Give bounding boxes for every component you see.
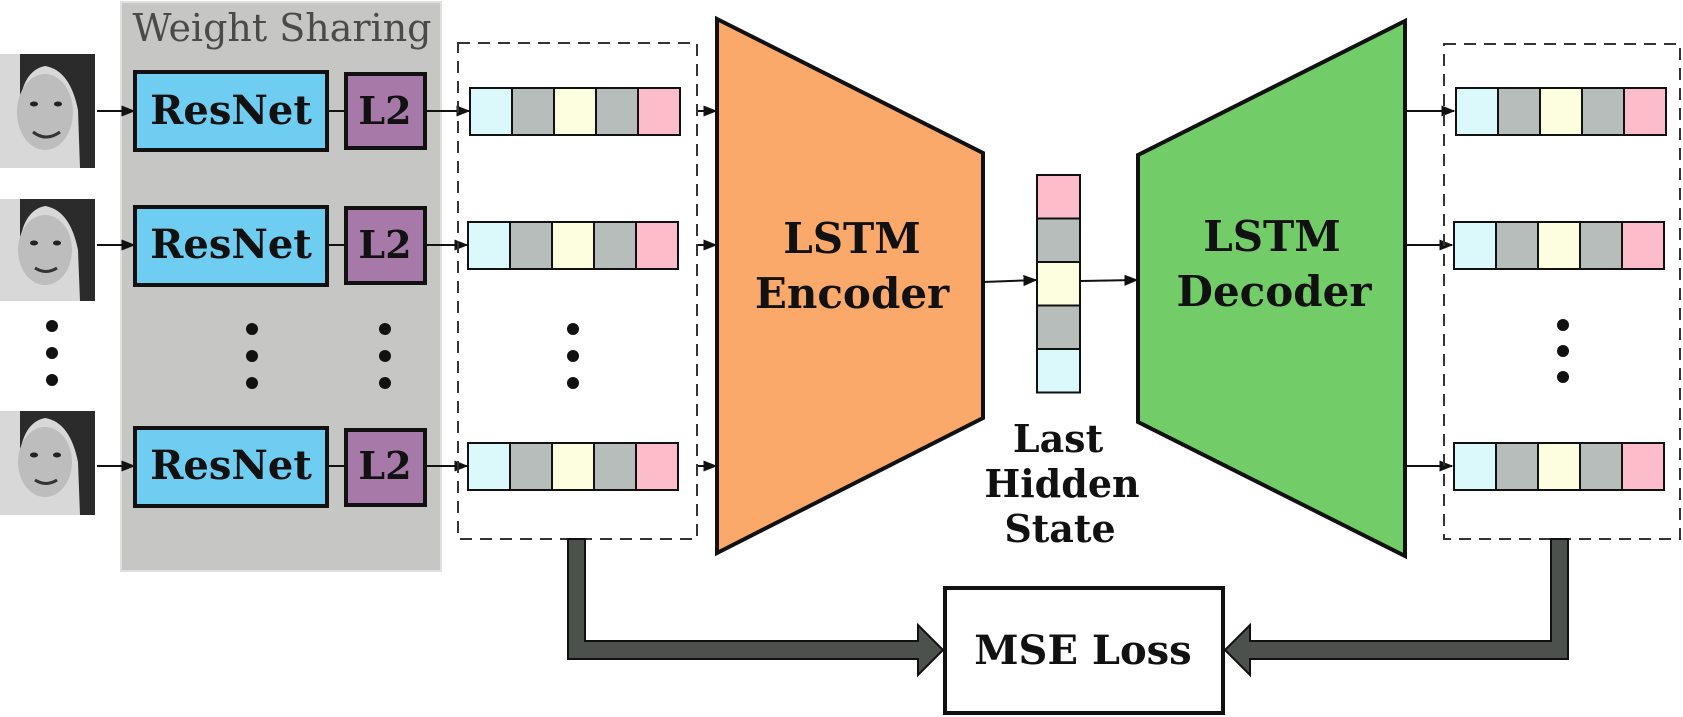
vector-cell xyxy=(1581,87,1625,136)
vector-cell xyxy=(635,442,679,491)
loss-arrow-left xyxy=(567,538,945,678)
decoder-label-line1: LSTM xyxy=(1203,212,1341,261)
l2-label: L2 xyxy=(358,88,411,133)
vector-cell xyxy=(1537,221,1581,270)
reconstructed-vector xyxy=(1453,442,1665,491)
vector-cell xyxy=(551,221,595,270)
embedding-group-left xyxy=(457,42,698,540)
vector-cell xyxy=(1537,442,1581,491)
vector-cell xyxy=(467,442,511,491)
vector-cell xyxy=(1453,442,1497,491)
vector-cell xyxy=(467,221,511,270)
vector-cell xyxy=(1036,304,1081,350)
vector-cell xyxy=(1036,174,1081,220)
vector-cell xyxy=(1621,221,1665,270)
vertical-ellipsis-icon xyxy=(567,323,579,389)
encoder-label-line1: LSTM xyxy=(783,214,921,263)
l2-label: L2 xyxy=(358,222,411,267)
decoder-label-line2: Decoder xyxy=(1177,267,1373,316)
input-row-1: ResNet L2 xyxy=(97,70,471,152)
l2-block xyxy=(344,428,427,507)
vector-cell xyxy=(1455,87,1499,136)
reconstructed-vector xyxy=(1455,87,1667,136)
input-row-2: ResNet L2 xyxy=(97,205,469,287)
embedding-vector xyxy=(467,221,679,270)
vector-cell xyxy=(595,87,639,136)
vector-cell xyxy=(1623,87,1667,136)
face-photo-icon xyxy=(0,199,95,301)
vector-cell xyxy=(469,87,513,136)
vertical-ellipsis-icon xyxy=(46,320,58,386)
vector-cell xyxy=(509,221,553,270)
face-photo-icon xyxy=(0,54,95,168)
vector-cell xyxy=(1495,221,1539,270)
vector-cell xyxy=(593,442,637,491)
vector-cell xyxy=(637,87,681,136)
vertical-ellipsis-icon xyxy=(379,323,391,389)
vector-cell xyxy=(1036,217,1081,263)
resnet-block xyxy=(133,70,329,152)
hidden-state-label-line3: State xyxy=(1004,506,1115,551)
vector-cell xyxy=(1579,442,1623,491)
hidden-state-label-line1: Last xyxy=(1013,416,1104,461)
vector-cell xyxy=(1579,221,1623,270)
vector-cell xyxy=(1036,348,1081,394)
resnet-block xyxy=(133,205,329,287)
reconstructed-vector xyxy=(1453,221,1665,270)
face-photo-icon xyxy=(0,411,95,515)
input-row-3: ResNet L2 xyxy=(97,426,469,508)
encoder-label-line2: Encoder xyxy=(755,269,950,318)
vector-cell xyxy=(1453,221,1497,270)
hidden-state-vector xyxy=(1036,174,1081,394)
vertical-ellipsis-icon xyxy=(1557,319,1569,383)
arrow-right-icon xyxy=(1080,274,1139,286)
resnet-label: ResNet xyxy=(150,442,312,489)
embedding-vector xyxy=(469,87,681,136)
vector-cell xyxy=(551,442,595,491)
vector-cell xyxy=(1036,261,1081,307)
lstm-decoder xyxy=(1136,17,1407,560)
lstm-encoder xyxy=(715,15,985,557)
vector-cell xyxy=(509,442,553,491)
vector-cell xyxy=(1621,442,1665,491)
vector-cell xyxy=(635,221,679,270)
mse-loss-label: MSE Loss xyxy=(974,627,1191,674)
vector-cell xyxy=(1539,87,1583,136)
l2-label: L2 xyxy=(358,443,411,488)
vector-cell xyxy=(511,87,555,136)
vertical-ellipsis-icon xyxy=(246,323,258,389)
vector-cell xyxy=(1495,442,1539,491)
vector-cell xyxy=(1497,87,1541,136)
resnet-label: ResNet xyxy=(150,87,312,134)
vector-cell xyxy=(593,221,637,270)
mse-loss-box xyxy=(943,586,1225,715)
vector-cell xyxy=(553,87,597,136)
arrow-right-icon xyxy=(982,274,1038,287)
loss-arrow-right xyxy=(1223,538,1569,678)
hidden-state-label-line2: Hidden xyxy=(984,461,1139,506)
embedding-vector xyxy=(467,442,679,491)
weight-sharing-title: Weight Sharing xyxy=(132,6,431,50)
resnet-label: ResNet xyxy=(150,221,312,268)
